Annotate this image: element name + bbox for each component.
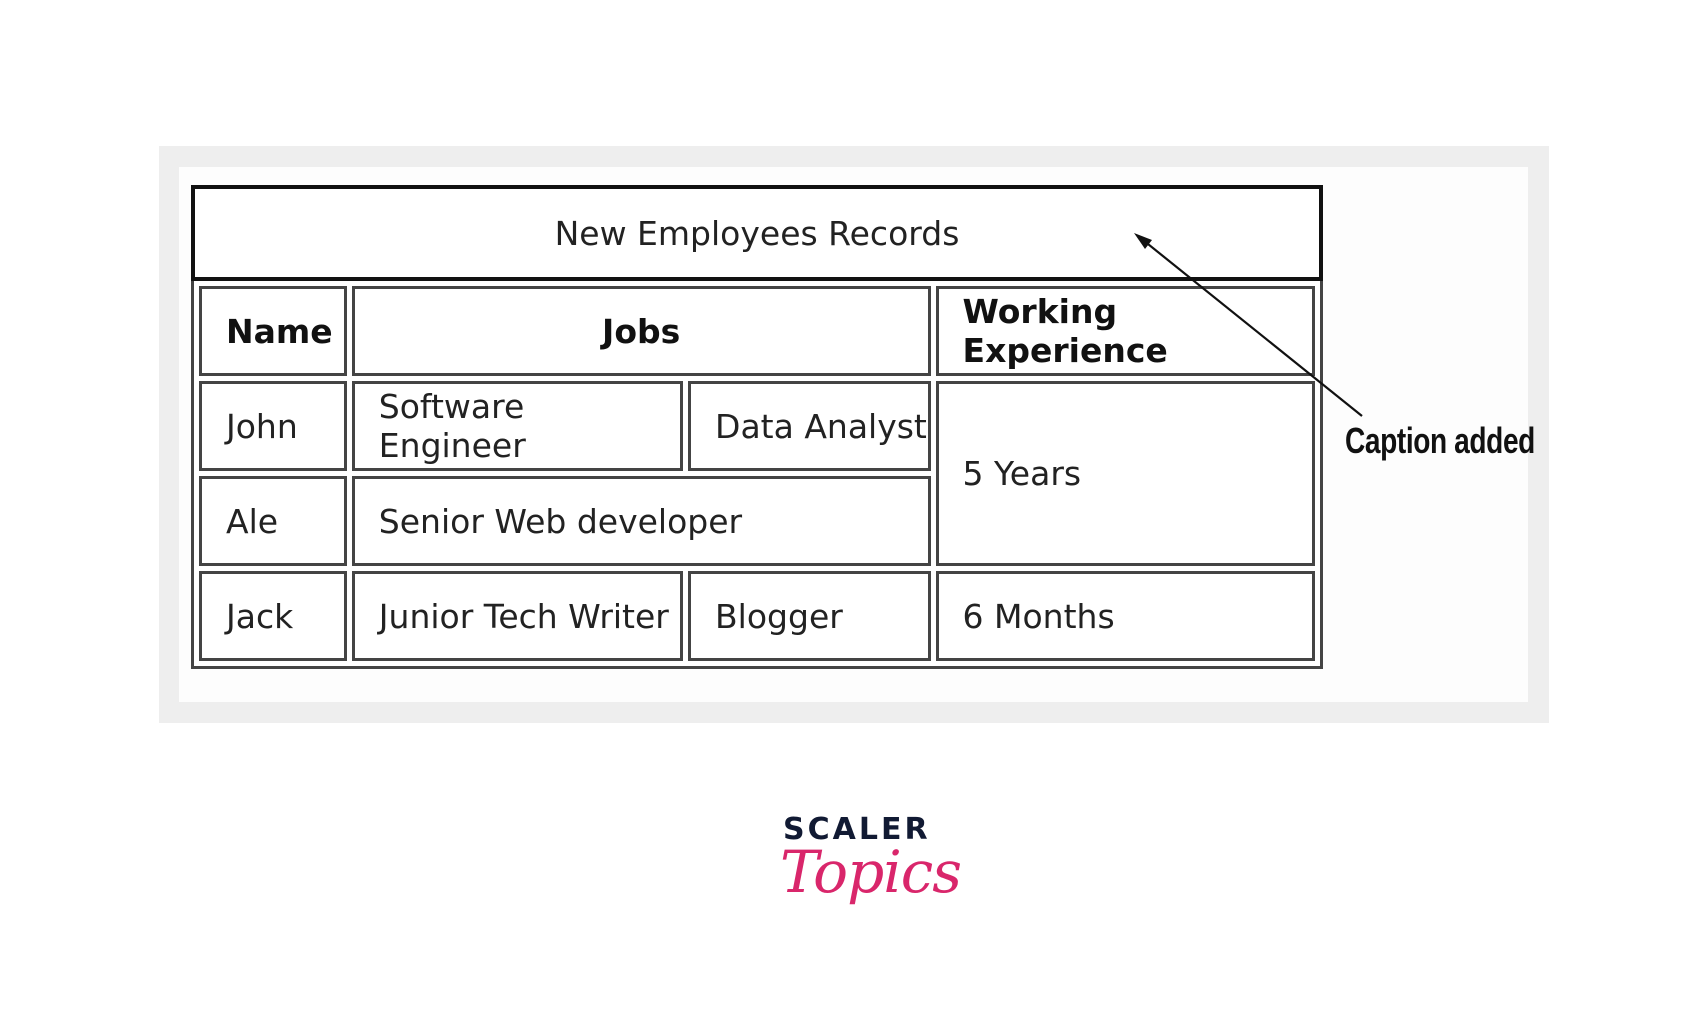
cell-job: Software Engineer bbox=[351, 381, 684, 471]
records-table-wrapper: New Employees Records Name Jobs Working … bbox=[191, 185, 1323, 669]
cell-job: Senior Web developer bbox=[351, 476, 931, 566]
logo-text-scaler: SCALER bbox=[783, 812, 931, 847]
logo-text-topics: Topics bbox=[780, 838, 962, 906]
table-header-row: Name Jobs Working Experience bbox=[199, 286, 1315, 376]
cell-name: Jack bbox=[199, 571, 347, 661]
screenshot-frame: New Employees Records Name Jobs Working … bbox=[159, 146, 1549, 723]
cell-job: Junior Tech Writer bbox=[351, 571, 684, 661]
cell-experience: 5 Years bbox=[935, 381, 1315, 566]
cell-name: John bbox=[199, 381, 347, 471]
header-jobs: Jobs bbox=[351, 286, 931, 376]
table-row: John Software Engineer Data Analyst 5 Ye… bbox=[199, 381, 1315, 566]
cell-name: Ale bbox=[199, 476, 347, 566]
annotation-label: Caption added bbox=[1345, 420, 1535, 461]
table-row: Ale Senior Web developer bbox=[199, 476, 1315, 566]
table-row: Jack Junior Tech Writer Blogger 6 Months bbox=[199, 571, 1315, 661]
cell-experience: 6 Months bbox=[935, 571, 1315, 661]
screenshot-frame-inner: New Employees Records Name Jobs Working … bbox=[179, 167, 1528, 702]
records-table: Name Jobs Working Experience John Softwa… bbox=[191, 281, 1323, 669]
cell-job: Data Analyst bbox=[688, 381, 931, 471]
cell-job: Blogger bbox=[688, 571, 931, 661]
header-name: Name bbox=[199, 286, 347, 376]
scaler-topics-logo: SCALER Topics bbox=[780, 812, 962, 932]
header-working-experience: Working Experience bbox=[935, 286, 1315, 376]
table-caption: New Employees Records bbox=[191, 185, 1323, 281]
